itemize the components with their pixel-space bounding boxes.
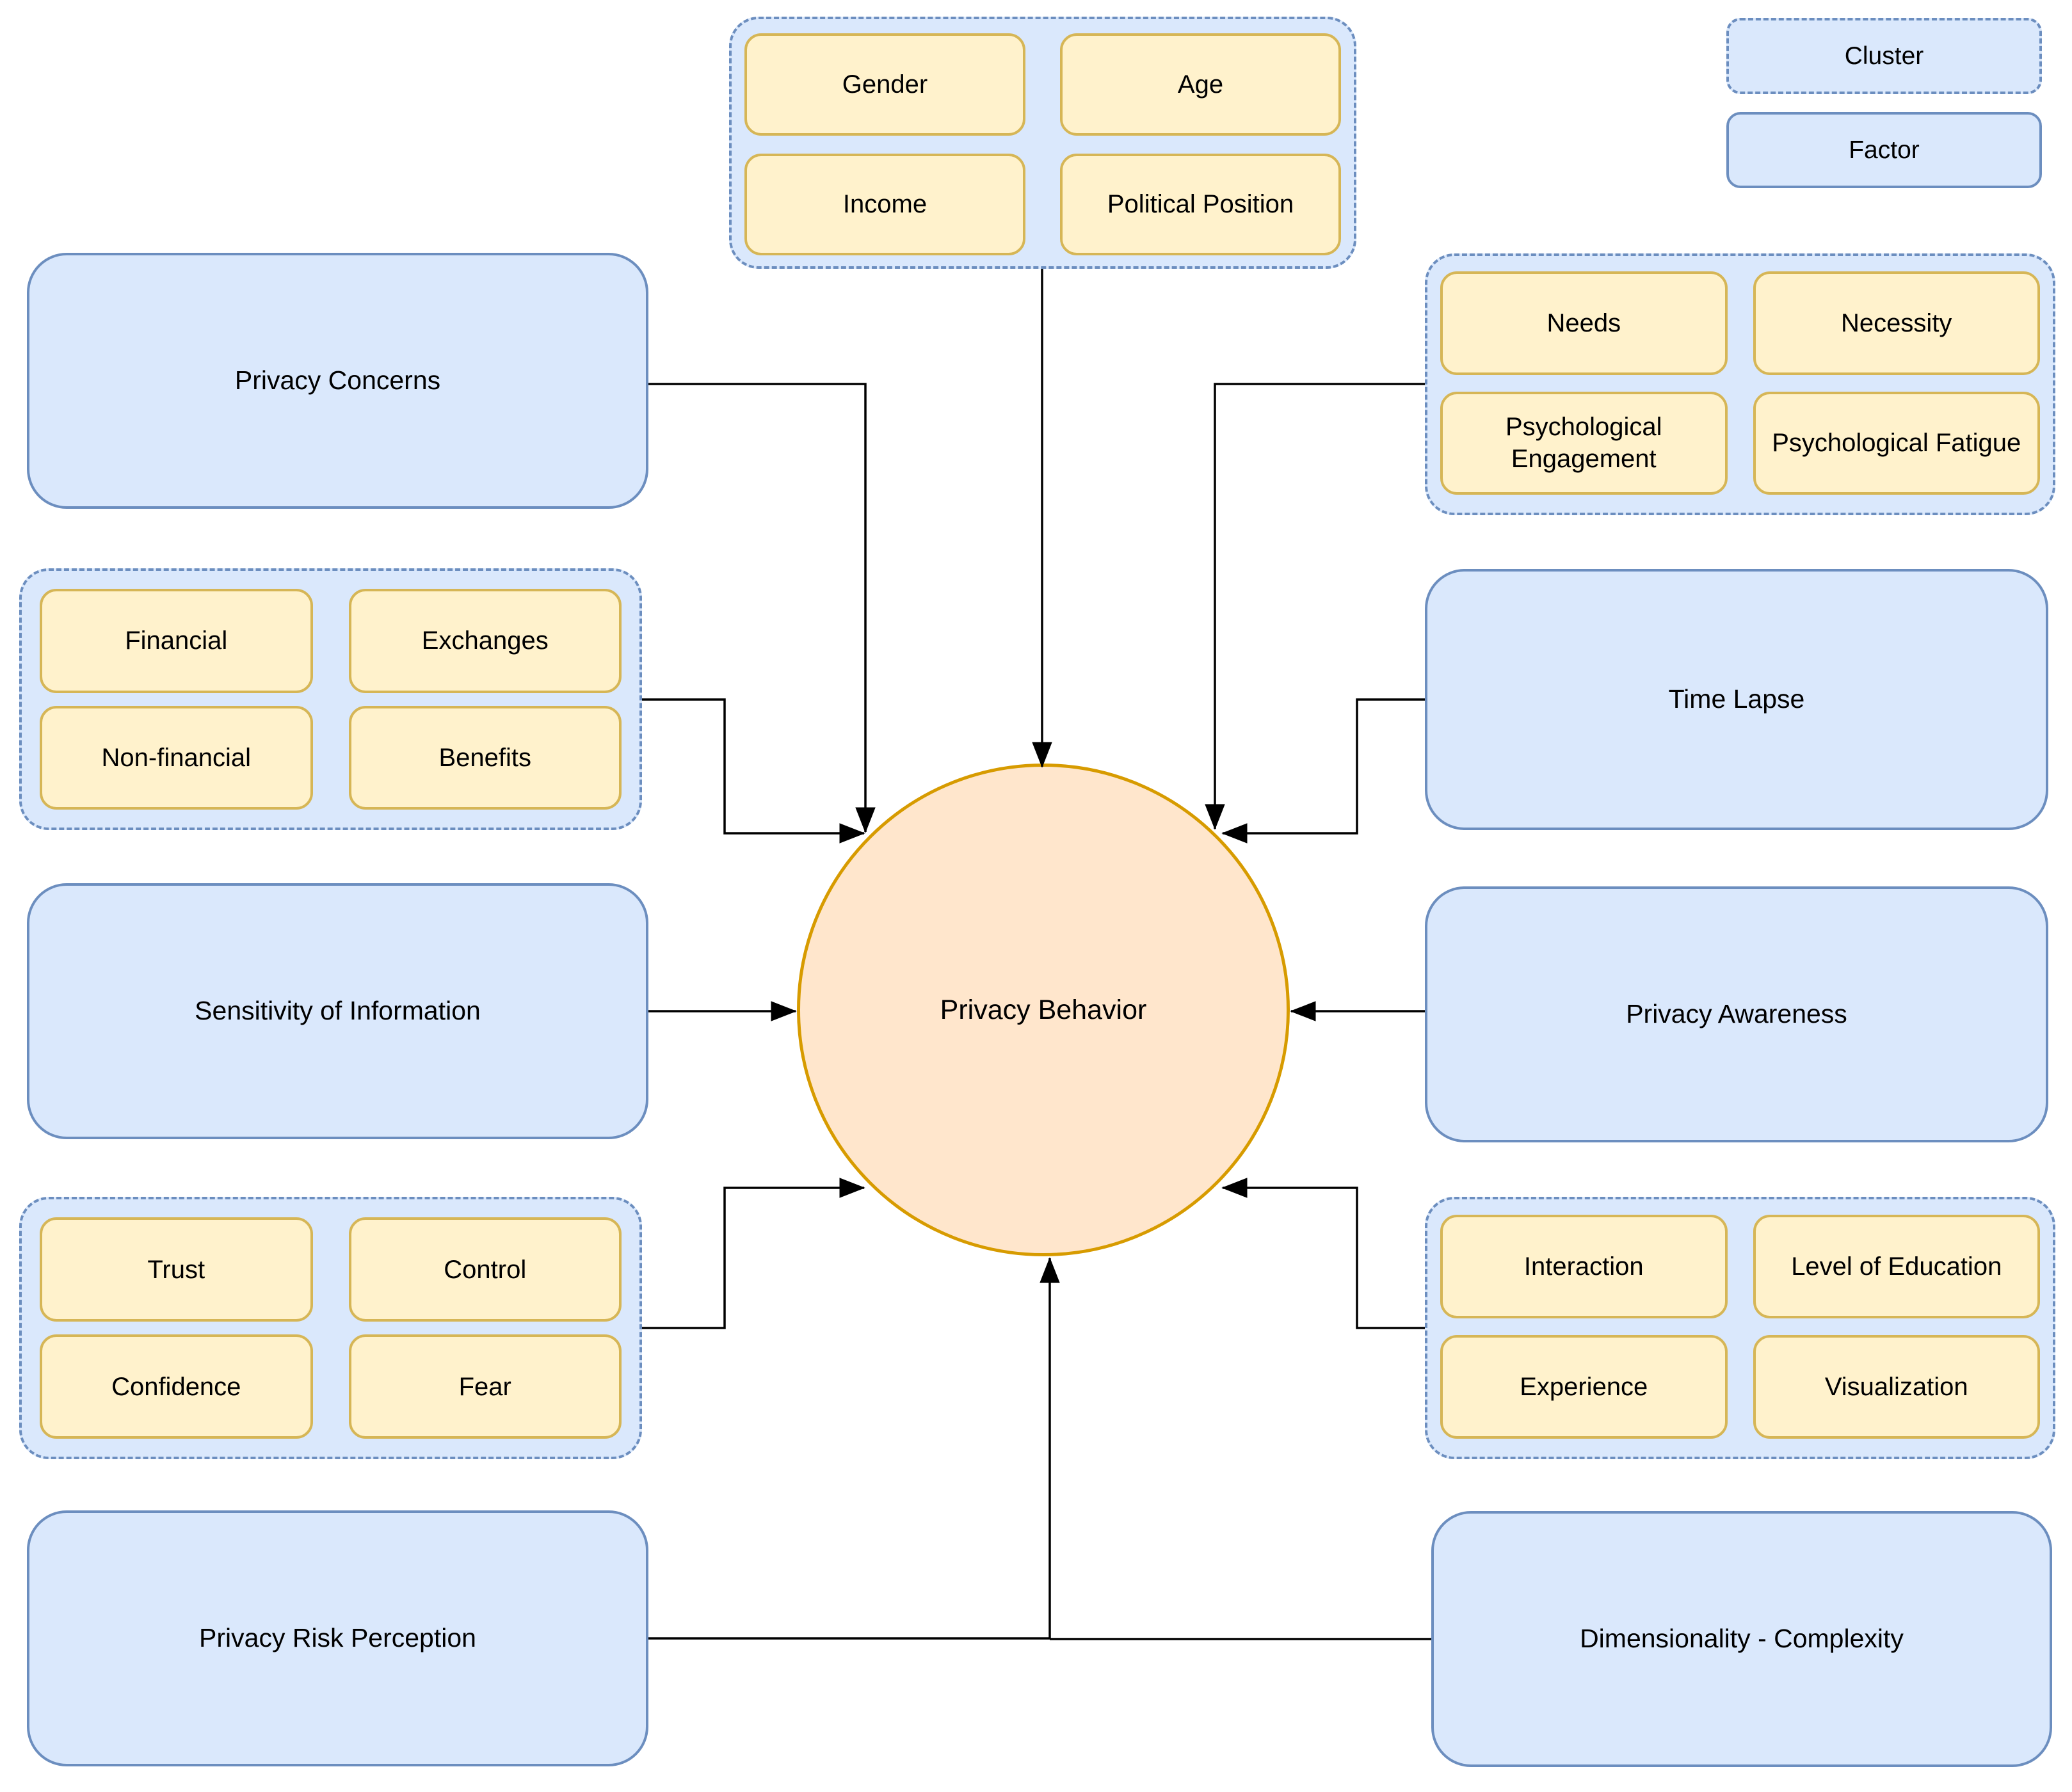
node-privacy-awareness: Privacy Awareness <box>1425 886 2048 1142</box>
connector-time_lapse-to-privacy_behavior <box>1221 698 1425 844</box>
connector-trust_cluster-to-privacy_behavior <box>642 1178 865 1329</box>
legend-factor-label: Factor <box>1849 136 1920 164</box>
cluster-interaction: Interaction Level of Education Experienc… <box>1425 1197 2055 1459</box>
connector-exchange_cluster-to-privacy_behavior <box>642 698 865 844</box>
node-trust: Trust <box>40 1217 313 1322</box>
node-needs: Needs <box>1440 271 1728 375</box>
node-gender: Gender <box>744 33 1025 136</box>
node-privacy-risk-perception: Privacy Risk Perception <box>27 1510 648 1766</box>
node-psychological-fatigue: Psychological Fatigue <box>1753 391 2040 495</box>
node-visualization: Visualization <box>1753 1335 2040 1439</box>
node-necessity: Necessity <box>1753 271 2040 375</box>
node-benefits: Benefits <box>348 705 622 810</box>
node-time-lapse: Time Lapse <box>1425 569 2048 830</box>
node-confidence: Confidence <box>40 1334 313 1439</box>
legend-factor-badge: Factor <box>1726 112 2042 188</box>
node-sensitivity-of-information: Sensitivity of Information <box>27 883 648 1139</box>
node-age: Age <box>1060 33 1341 136</box>
node-interaction: Interaction <box>1440 1215 1728 1318</box>
node-financial: Financial <box>40 589 313 693</box>
connector-needs_cluster-to-privacy_behavior <box>1205 383 1425 830</box>
legend-cluster-label: Cluster <box>1844 42 1924 70</box>
node-exchanges: Exchanges <box>348 589 622 693</box>
connector-privacy_risk_perception-to-privacy_behavior <box>648 1257 1060 1640</box>
node-control: Control <box>348 1217 622 1322</box>
node-experience: Experience <box>1440 1335 1728 1439</box>
cluster-demographics: Gender Age Income Political Position <box>729 17 1356 269</box>
node-level-of-education: Level of Education <box>1753 1215 2040 1318</box>
node-non-financial: Non-financial <box>40 705 313 810</box>
node-dimensionality-complexity: Dimensionality - Complexity <box>1431 1511 2052 1767</box>
privacy-behavior-label: Privacy Behavior <box>940 994 1147 1025</box>
node-privacy-concerns: Privacy Concerns <box>27 253 648 509</box>
cluster-trust: Trust Control Confidence Fear <box>19 1197 642 1459</box>
connector-interaction_cluster-to-privacy_behavior <box>1221 1178 1425 1329</box>
legend-cluster-badge: Cluster <box>1726 18 2042 94</box>
node-fear: Fear <box>348 1334 622 1439</box>
cluster-needs: Needs Necessity Psychological Engagement… <box>1425 253 2055 515</box>
node-political-position: Political Position <box>1060 153 1341 255</box>
node-privacy-behavior: Privacy Behavior <box>797 764 1290 1256</box>
cluster-exchange: Financial Exchanges Non-financial Benefi… <box>19 568 642 830</box>
node-psychological-engagement: Psychological Engagement <box>1440 391 1728 495</box>
node-income: Income <box>744 153 1025 255</box>
connector-privacy_concerns-to-privacy_behavior <box>648 383 876 833</box>
